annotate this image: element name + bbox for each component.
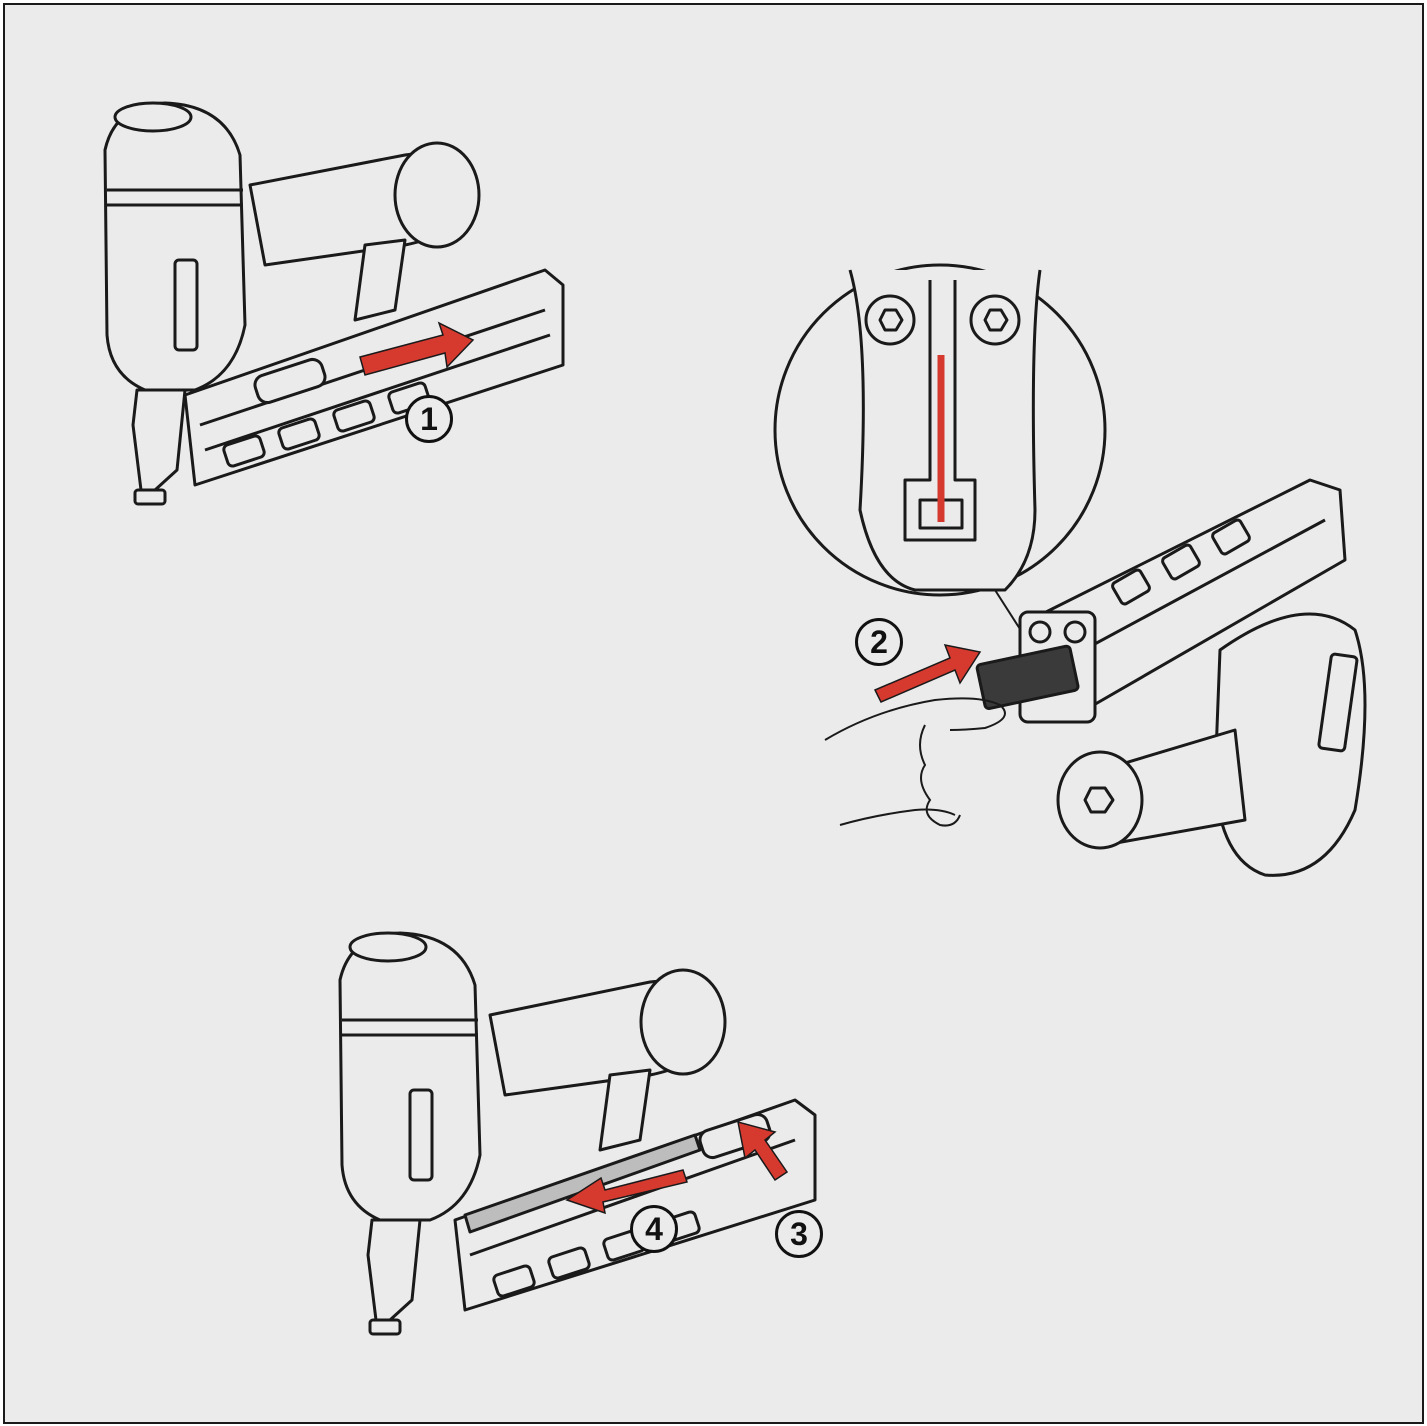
- stapler-inverted: [975, 478, 1367, 877]
- direction-arrow-3: [737, 1120, 789, 1182]
- rear-cap: [639, 968, 727, 1076]
- stapler-illustration-step-2: [773, 263, 1367, 877]
- brand-plate: [408, 1088, 434, 1182]
- stapler-illustration-step-1: [103, 101, 565, 506]
- step-1-panel: 1: [75, 95, 595, 525]
- staple-strip: [975, 644, 1080, 711]
- rear-cap: [393, 141, 481, 249]
- step-number-badge: 3: [775, 1210, 823, 1258]
- stapler-illustration-step-3-4: [338, 931, 817, 1336]
- hand-illustration: [824, 697, 1006, 827]
- detail-inset: [773, 263, 1107, 597]
- brand-plate: [173, 258, 199, 352]
- step-number-badge: 2: [855, 618, 903, 666]
- direction-arrow-1: [359, 321, 475, 376]
- step-3-4-panel: 4 3: [305, 910, 845, 1350]
- staple-strip: [463, 1133, 702, 1234]
- direction-arrow-4: [565, 1169, 688, 1215]
- follower: [253, 357, 327, 405]
- brand-plate: [1317, 652, 1359, 753]
- nose: [131, 388, 187, 492]
- nose: [366, 1218, 422, 1322]
- step-2-panel: 2: [765, 260, 1415, 900]
- step-number-badge: 4: [630, 1205, 678, 1253]
- step-number-badge: 1: [405, 395, 453, 443]
- direction-arrow-2: [873, 643, 982, 703]
- instruction-figure: 1: [3, 3, 1424, 1424]
